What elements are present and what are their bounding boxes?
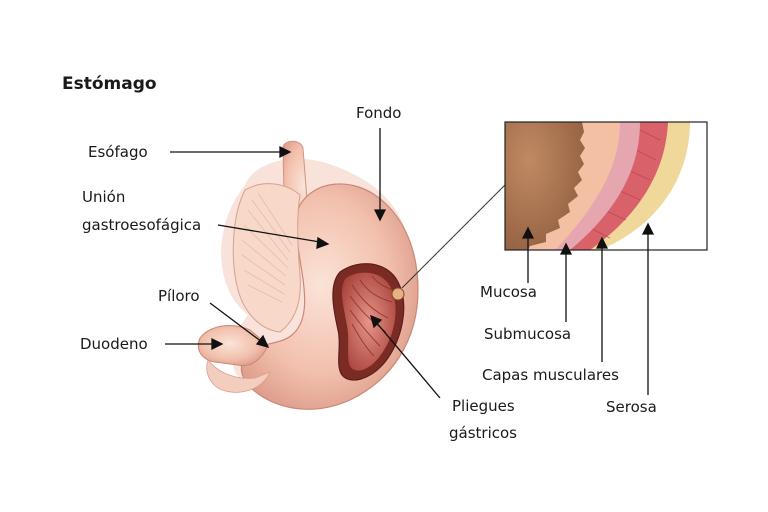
arrow-pliegues [370, 314, 383, 329]
wall-sample-circle [391, 287, 405, 301]
layer-mucosa [505, 122, 585, 250]
arrow-union [316, 236, 330, 249]
diagram-title: Estómago [62, 74, 157, 94]
label-esofago: Esófago [88, 143, 148, 161]
arrow-serosa [641, 222, 655, 235]
label-piloro: Píloro [158, 287, 200, 305]
arrow-duodeno [211, 337, 224, 351]
arrow-capas [595, 236, 609, 249]
duodenum-lower [206, 359, 271, 393]
leader-pliegues [375, 321, 441, 399]
arrow-fondo [373, 209, 387, 222]
label-capas-musculares: Capas musculares [482, 366, 619, 384]
stomach-inner-wall [342, 272, 396, 371]
arrow-mucosa [521, 226, 535, 239]
label-serosa: Serosa [606, 398, 657, 416]
arrow-submucosa [559, 242, 573, 255]
leader-piloro [209, 302, 263, 343]
label-pliegues-line2: gástricos [449, 424, 517, 442]
stomach-left-lobe [232, 183, 301, 333]
label-duodeno: Duodeno [80, 335, 148, 353]
left-lobe-striations [241, 192, 293, 303]
label-submucosa: Submucosa [484, 325, 572, 343]
zoom-line-top [401, 184, 506, 289]
arrow-esofago [279, 145, 292, 159]
label-union-line2: gastroesofágica [82, 216, 202, 234]
wall-layers-inset [504, 121, 708, 251]
arrow-piloro [255, 334, 270, 348]
label-pliegues-line1: Pliegues [452, 397, 515, 415]
label-fondo: Fondo [356, 104, 402, 122]
label-union-line1: Unión [82, 188, 126, 206]
label-mucosa: Mucosa [480, 283, 537, 301]
duodenum-tube [197, 325, 269, 367]
leader-union [217, 224, 321, 243]
